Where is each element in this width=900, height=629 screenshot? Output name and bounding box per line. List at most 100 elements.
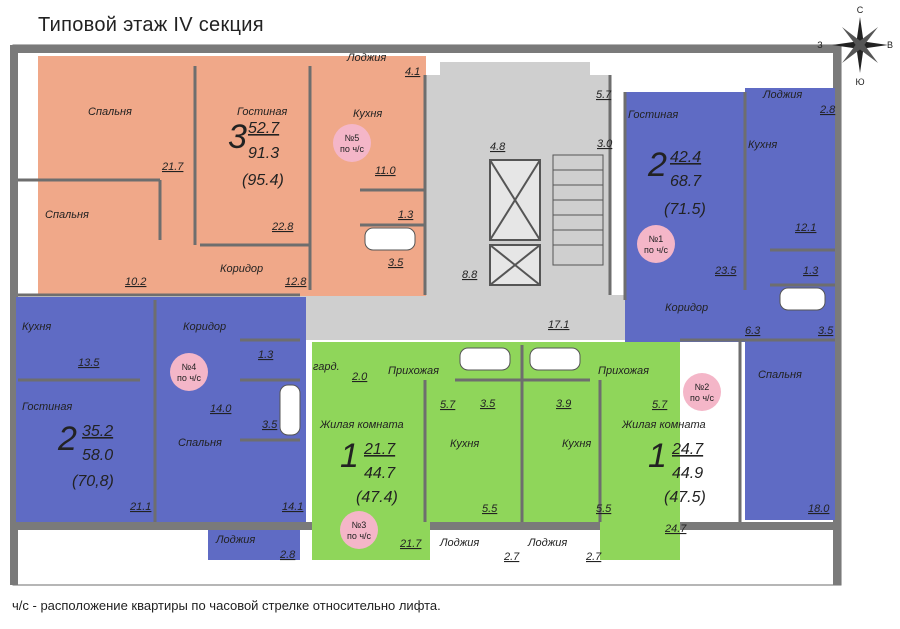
room-label: Спальня: [178, 437, 222, 449]
apartment-2-bedroom-zone: [745, 340, 835, 520]
badge-sub: по ч/с: [644, 245, 669, 255]
room-area: 12.1: [795, 222, 816, 234]
room-label: Лоджия: [762, 89, 802, 101]
room-label: Кухня: [22, 321, 51, 333]
compass-rose: С Ю З В: [817, 5, 893, 87]
room-label: Кухня: [353, 108, 382, 120]
total-area: 91.3: [248, 145, 279, 162]
room-label: гард.: [313, 361, 340, 373]
room-area: 14.0: [210, 403, 232, 415]
living-area: 52.7: [248, 120, 280, 137]
area-with-loggia: (70,8): [72, 473, 114, 490]
room-label: Спальня: [758, 369, 802, 381]
badge-sub: по ч/с: [177, 373, 202, 383]
room-area: 13.5: [78, 357, 100, 369]
room-label: Гостиная: [628, 109, 678, 121]
room-label: Жилая комната: [319, 419, 404, 431]
compass-e-label: В: [887, 40, 893, 50]
badge-number: №1: [649, 234, 664, 244]
room-area: 5.7: [652, 399, 668, 411]
area-with-loggia: (47.5): [664, 489, 706, 506]
room-area: 10.2: [125, 276, 146, 288]
room-area: 22.8: [271, 221, 294, 233]
core-area-label: 5.7: [596, 89, 612, 101]
badge-number: №4: [182, 362, 197, 372]
room-area: 3.9: [556, 398, 571, 410]
room-area: 2.0: [351, 371, 368, 383]
room-label: Спальня: [88, 106, 132, 118]
compass-n-label: С: [857, 5, 864, 15]
area-with-loggia: (47.4): [356, 489, 398, 506]
compass-w-label: З: [817, 40, 822, 50]
room-count: 1: [340, 437, 359, 475]
total-area: 58.0: [82, 447, 113, 464]
elevator-shafts: [489, 159, 541, 286]
room-area: 1.3: [258, 349, 274, 361]
core-area-label: 4.8: [490, 141, 506, 153]
staircase: [552, 154, 604, 266]
apartment-badge-4: №4 по ч/с: [170, 353, 208, 391]
room-label: Коридор: [220, 263, 263, 275]
room-count: 3: [228, 118, 247, 156]
room-area: 21.7: [161, 161, 184, 173]
room-label: Лоджия: [439, 537, 479, 549]
core-area-label: 3.0: [597, 138, 613, 150]
room-label: Жилая комната: [621, 419, 706, 431]
core-area-label: 17.1: [548, 319, 569, 331]
total-area: 68.7: [670, 173, 702, 190]
page-title: Типовой этаж IV секция: [38, 14, 264, 36]
badge-number: №5: [345, 133, 360, 143]
room-label: Прихожая: [598, 365, 649, 377]
apartment-5-zone: [38, 56, 426, 296]
room-label: Прихожая: [388, 365, 439, 377]
room-label: Кухня: [562, 438, 591, 450]
room-area: 5.7: [440, 399, 456, 411]
room-area: 18.0: [808, 503, 830, 515]
room-area: 23.5: [714, 265, 737, 277]
badge-number: №2: [695, 382, 710, 392]
room-area: 2.7: [503, 551, 520, 563]
total-area: 44.7: [364, 465, 396, 482]
room-area: 3.5: [818, 325, 834, 337]
room-label: Гостиная: [22, 401, 72, 413]
apartment-badge-2: №2 по ч/с: [683, 373, 721, 411]
room-area: 11.0: [375, 165, 396, 177]
room-count: 2: [647, 146, 667, 184]
badge-sub: по ч/с: [347, 531, 372, 541]
bathtubs: [279, 227, 826, 436]
area-with-loggia: (95.4): [242, 172, 284, 189]
living-area: 42.4: [670, 149, 701, 166]
footnote: ч/с - расположение квартиры по часовой с…: [12, 598, 441, 613]
room-label: Коридор: [665, 302, 708, 314]
badge-sub: по ч/с: [690, 393, 715, 403]
room-area: 24.7: [664, 523, 687, 535]
apartment-badge-5: №5 по ч/с: [333, 124, 371, 162]
living-area: 35.2: [82, 423, 113, 440]
room-area: 21.7: [399, 538, 422, 550]
room-area: 4.1: [405, 66, 420, 78]
room-area: 3.5: [262, 419, 278, 431]
apartment-badge-1: №1 по ч/с: [637, 225, 675, 263]
badge-sub: по ч/с: [340, 144, 365, 154]
room-area: 12.8: [285, 276, 307, 288]
room-area: 2.8: [819, 104, 836, 116]
badge-number: №3: [352, 520, 367, 530]
room-area: 3.5: [388, 257, 404, 269]
total-area: 44.9: [672, 465, 703, 482]
room-count: 1: [648, 437, 667, 475]
apartment-badge-3: №3 по ч/с: [340, 511, 378, 549]
compass-s-label: Ю: [855, 77, 864, 87]
room-count: 2: [57, 420, 77, 458]
room-area: 5.5: [482, 503, 498, 515]
room-area: 2.7: [585, 551, 602, 563]
living-area: 21.7: [363, 441, 396, 458]
room-label: Лоджия: [215, 534, 255, 546]
room-area: 1.3: [398, 209, 414, 221]
room-label: Кухня: [450, 438, 479, 450]
room-label: Коридор: [183, 321, 226, 333]
room-area: 6.3: [745, 325, 761, 337]
room-area: 2.8: [279, 549, 296, 561]
room-area: 1.3: [803, 265, 819, 277]
apartment-3-zone: [312, 342, 522, 560]
